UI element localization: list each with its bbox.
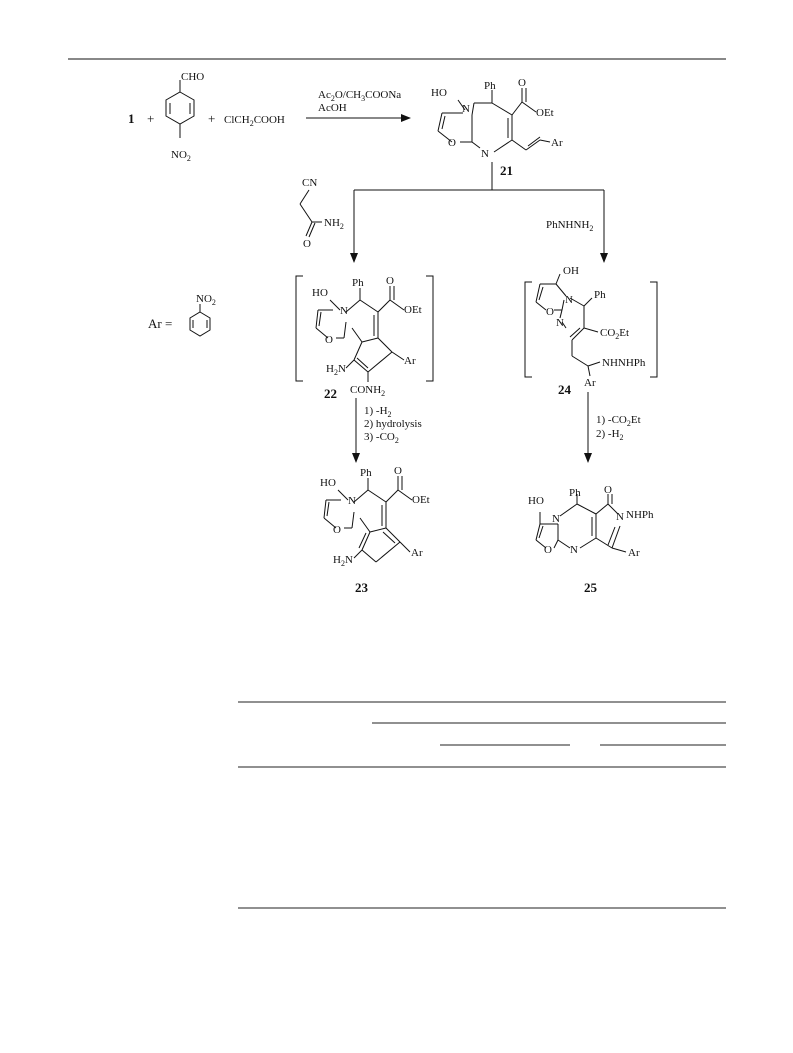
reactant-1-number: 1 (128, 111, 135, 126)
c21-ring-n-label: N (462, 103, 470, 115)
c24-ar-label: Ar (584, 377, 596, 389)
c22-ho-label: HO (312, 287, 328, 299)
c24-ph-label: Ph (594, 289, 606, 301)
compound-21-structure (437, 88, 551, 153)
c24-oh-label: OH (563, 265, 579, 277)
step-24-25-line2: 2) -H2 (596, 428, 624, 442)
c21-ho-label: HO (431, 87, 447, 99)
c24-number: 24 (558, 382, 572, 397)
c23-ring-n-label: N (348, 495, 356, 507)
c21-ring-o-label: O (448, 137, 456, 149)
c21-oet-label: OEt (536, 107, 554, 119)
c25-ph-label: Ph (569, 487, 581, 499)
step-22-23-line3: 3) -CO2 (364, 431, 399, 445)
step-24-25-line1: 1) -CO2Et (596, 414, 641, 428)
c22-number: 22 (324, 386, 337, 401)
cyanoacetamide-o-label: O (303, 238, 311, 250)
c21-carbonyl-o-label: O (518, 77, 526, 89)
compound-22-brackets (295, 275, 434, 382)
step1-reagent-line1: Ac2O/CH3COONa (318, 89, 401, 103)
c21-ph-label: Ph (484, 80, 496, 92)
c23-number: 23 (355, 580, 369, 595)
c21-number: 21 (500, 163, 513, 178)
step-22-23-line1: 1) -H2 (364, 405, 392, 419)
plus-sign-2: + (208, 111, 215, 126)
cyanoacetamide-nh2-label: NH2 (324, 217, 344, 231)
compound-22-structure (315, 286, 405, 382)
cyanoacetamide-cn-label: CN (302, 177, 317, 189)
ar-nitrophenyl-structure (189, 304, 211, 337)
c24-ring-n-label: N (565, 294, 573, 306)
chloroacetic-acid-label: ClCH2COOH (224, 114, 285, 128)
c25-ring-o-label: O (544, 544, 552, 556)
c22-ring-o-label: O (325, 334, 333, 346)
c23-carbonyl-o-label: O (394, 465, 402, 477)
c23-ho-label: HO (320, 477, 336, 489)
compound-25-structure (535, 494, 627, 553)
c22-ph-label: Ph (352, 277, 364, 289)
aldehyde-no2-label: NO2 (171, 149, 191, 163)
c24-n-label: N (556, 317, 564, 329)
nitrobenzaldehyde-structure (165, 80, 195, 138)
c25-number: 25 (584, 580, 598, 595)
c21-n-label: N (481, 148, 489, 160)
c25-nhph-label: NHPh (626, 509, 654, 521)
c23-ring-o-label: O (333, 524, 341, 536)
c25-carbonyl-o-label: O (604, 484, 612, 496)
c21-ar-label: Ar (551, 137, 563, 149)
c25-n2-label: N (616, 511, 624, 523)
branch-lines (354, 162, 604, 191)
compound-23-structure (323, 476, 413, 563)
cyanoacetamide-structure (299, 189, 322, 238)
c22-oet-label: OEt (404, 304, 422, 316)
compound-24-brackets (524, 281, 658, 378)
aldehyde-cho-label: CHO (181, 71, 204, 83)
c24-co2et-label: CO2Et (600, 327, 629, 341)
c25-ho-label: HO (528, 495, 544, 507)
plus-sign-1: + (147, 111, 154, 126)
c23-amine-label: H2N (333, 554, 353, 568)
c22-ring-n-label: N (340, 305, 348, 317)
c22-carbonyl-o-label: O (386, 275, 394, 287)
c23-ar-label: Ar (411, 547, 423, 559)
step-22-23-line2: 2) hydrolysis (364, 418, 422, 430)
c25-ring-n-label: N (552, 513, 560, 525)
c24-ring-o-label: O (546, 306, 554, 318)
table-rules (238, 701, 726, 909)
c22-ar-label: Ar (404, 355, 416, 367)
c24-nhnhph-label: NHNHPh (602, 357, 646, 369)
c22-conh2-label: CONH2 (350, 384, 385, 398)
ar-definition-label: Ar = (148, 316, 172, 331)
ar-no2-label: NO2 (196, 293, 216, 307)
c22-amine-label: H2N (326, 363, 346, 377)
c23-oet-label: OEt (412, 494, 430, 506)
compound-24-structure (535, 273, 601, 377)
phenylhydrazine-label: PhNHNH2 (546, 219, 593, 233)
step1-reagent-line2: AcOH (318, 102, 347, 114)
c25-ar-label: Ar (628, 547, 640, 559)
c23-ph-label: Ph (360, 467, 372, 479)
c25-n-label: N (570, 544, 578, 556)
